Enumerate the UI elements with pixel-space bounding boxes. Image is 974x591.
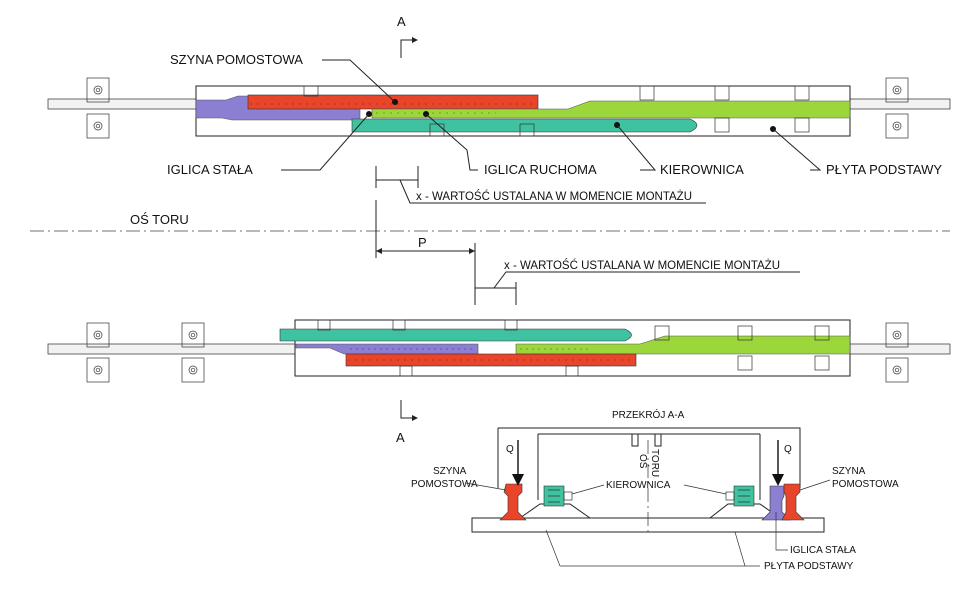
through-rail-left-b xyxy=(47,343,299,355)
section-kierownica: KIEROWNICA xyxy=(606,480,671,491)
movable-blade-top xyxy=(371,100,851,119)
dimension-x-2: x - WARTOŚĆ USTALANA W MOMENCIE MONTAŻU xyxy=(474,259,800,305)
label-bridge-rail: SZYNA POMOSTOWA xyxy=(170,52,303,67)
section-bridge-rail-left xyxy=(499,483,527,521)
plate-details-top xyxy=(303,85,810,137)
track-axis: OŚ TORU xyxy=(30,212,950,232)
section-toru: TORU xyxy=(649,449,660,477)
label-fixed-blade: IGLICA STAŁA xyxy=(167,162,253,177)
label-base-plate: PŁYTA PODSTAWY xyxy=(826,162,942,177)
rail-fastenings-bottom xyxy=(86,322,909,383)
plate-details-bottom xyxy=(317,319,830,377)
top-plan-view: A xyxy=(47,14,951,204)
section-szyna-right-2: POMOSTOWA xyxy=(832,479,899,490)
section-mark-bottom: A xyxy=(396,430,405,445)
section-bridge-rail-right xyxy=(781,483,805,521)
guide-rail-bottom xyxy=(279,328,632,342)
section-szyna-left-1: SZYNA xyxy=(433,466,467,477)
section-title: PRZEKRÓJ A-A xyxy=(612,408,685,421)
through-rail-left xyxy=(47,98,199,110)
section-q-left: Q xyxy=(506,444,514,455)
label-p: P xyxy=(418,235,427,250)
dimension-p: P xyxy=(375,200,476,300)
section-q-right: Q xyxy=(784,444,792,455)
through-rail-right xyxy=(849,98,951,110)
label-x-note-1: x - WARTOŚĆ USTALANA W MOMENCIE MONTAŻU xyxy=(416,190,692,203)
rail-fastening-right xyxy=(885,77,909,139)
section-os: OŚ xyxy=(637,454,650,469)
section-plyta: PŁYTA PODSTAWY xyxy=(764,561,854,572)
section-arrow-top xyxy=(400,39,412,58)
label-movable-blade: IGLICA RUCHOMA xyxy=(484,162,597,177)
label-x-note-2: x - WARTOŚĆ USTALANA W MOMENCIE MONTAŻU xyxy=(504,259,780,272)
bottom-plan-view: A xyxy=(47,319,951,445)
through-rail-right-b xyxy=(849,343,951,355)
section-szyna-left-2: POMOSTOWA xyxy=(411,479,478,490)
label-track-axis: OŚ TORU xyxy=(130,212,189,227)
label-guide-rail: KIEROWNICA xyxy=(660,162,744,177)
rail-fastening-left xyxy=(86,77,110,139)
bridge-rail-bottom xyxy=(345,353,637,367)
guide-rail-top xyxy=(351,118,698,133)
section-mark-top: A xyxy=(397,14,406,29)
cross-section-a-a: PRZEKRÓJ A-A OŚ TORU Q xyxy=(411,408,899,572)
section-szyna-right-1: SZYNA xyxy=(832,466,866,477)
section-iglica-stala: IGLICA STAŁA xyxy=(790,545,856,556)
